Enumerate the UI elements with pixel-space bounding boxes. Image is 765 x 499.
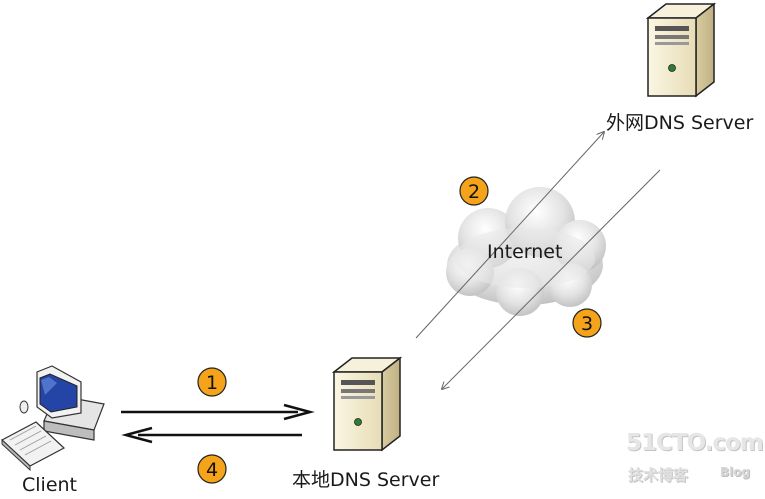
external-dns-label: 外网DNS Server	[606, 112, 754, 134]
watermark-subtitle: 技术博客	[628, 466, 689, 484]
internet-cloud-icon	[446, 187, 606, 316]
client-label: Client	[22, 474, 78, 496]
step-badge-3: 3	[572, 308, 602, 338]
arrow-step-1	[121, 403, 315, 421]
step-badge-1: 1	[197, 367, 227, 397]
watermark-domain: 51CTO.com	[626, 430, 764, 456]
local-dns-label: 本地DNS Server	[292, 469, 440, 491]
internet-label: Internet	[487, 241, 563, 263]
step-badge-3-label: 3	[581, 313, 593, 335]
arrow-step-2-line	[415, 132, 604, 339]
arrow-step-3-line	[442, 169, 661, 389]
step-badge-4: 4	[197, 454, 227, 484]
arrow-step-4	[121, 426, 302, 444]
local-dns-server-icon	[333, 357, 401, 451]
client-computer-icon	[0, 365, 105, 472]
external-dns-server-icon	[647, 3, 715, 97]
step-badge-2-label: 2	[468, 181, 480, 203]
step-badge-2: 2	[459, 176, 489, 206]
step-badge-4-label: 4	[206, 459, 218, 481]
step-badge-1-label: 1	[206, 372, 218, 394]
watermark-blog: Blog	[720, 465, 751, 479]
